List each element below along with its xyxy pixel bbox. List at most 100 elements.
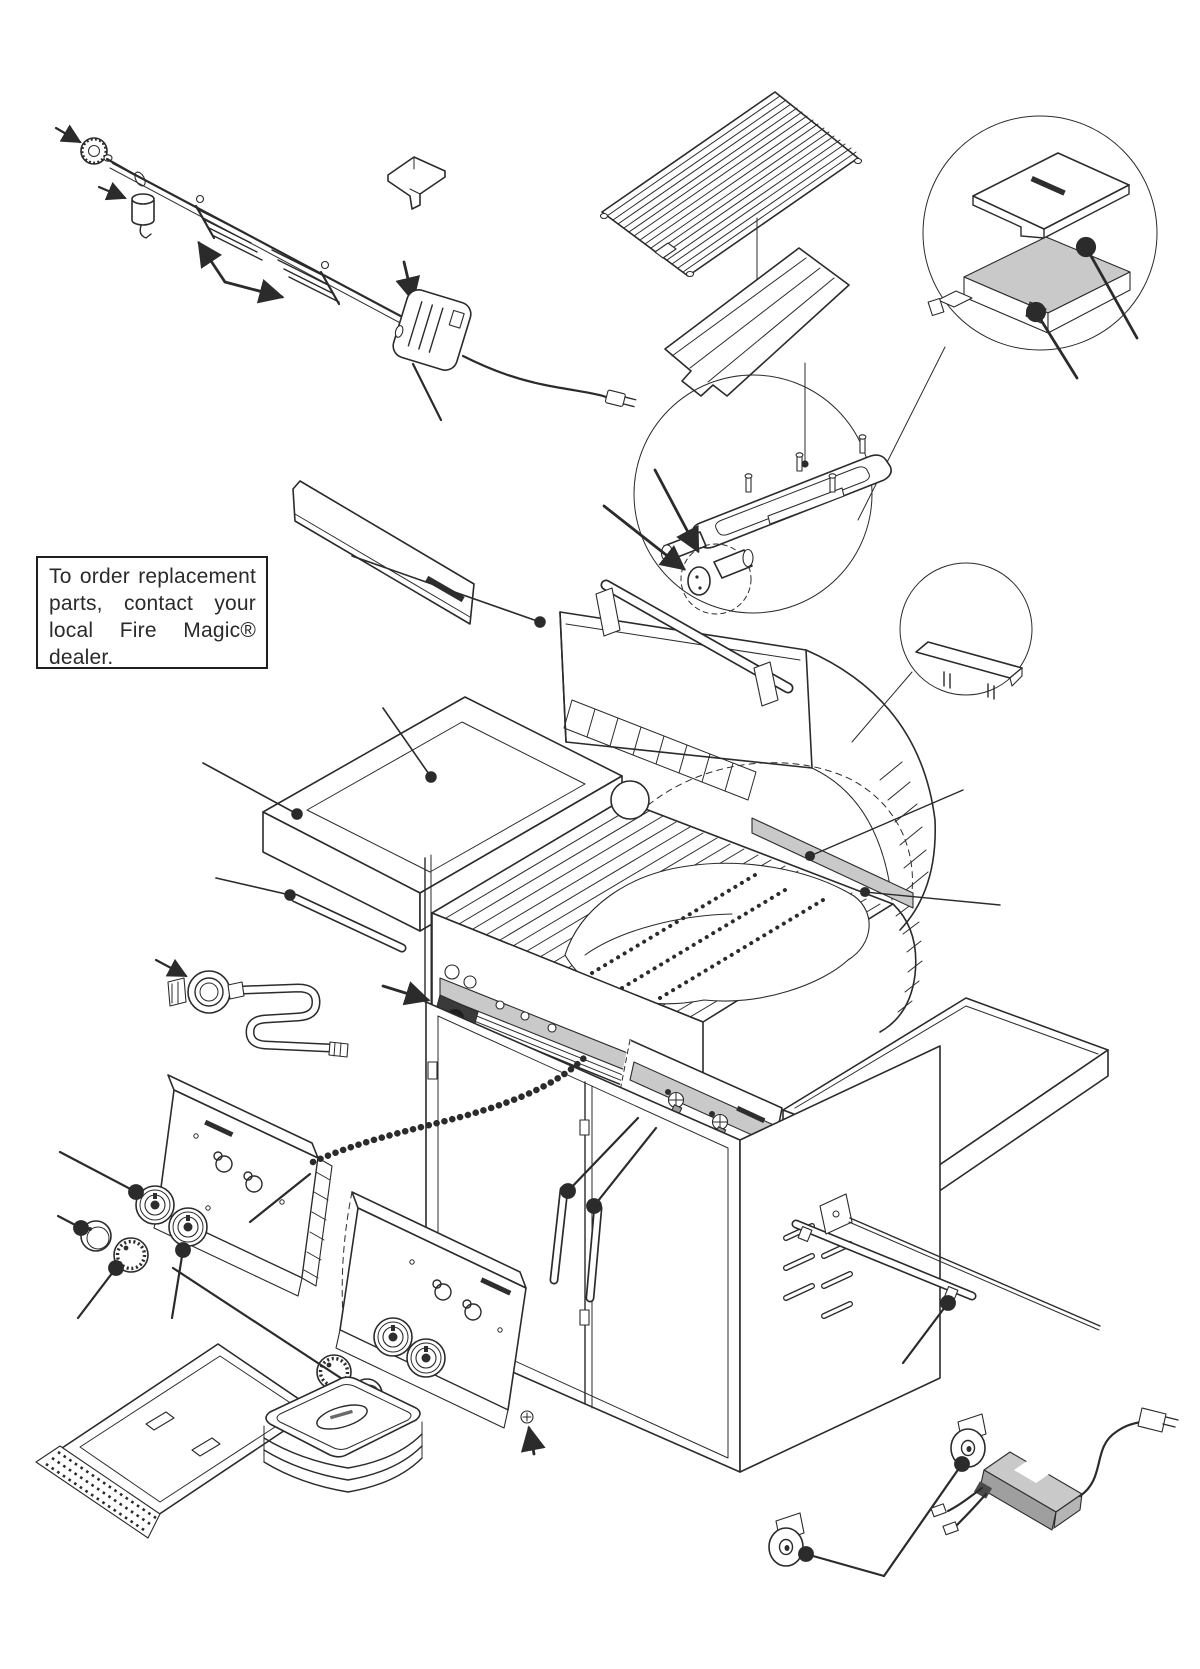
rotisserie-handle-knob	[80, 137, 113, 165]
control-knob	[112, 1236, 150, 1274]
towel-bar	[791, 1219, 977, 1302]
tray-logo	[316, 1404, 368, 1430]
callout-arrow	[54, 124, 82, 144]
callout-line	[1075, 236, 1139, 340]
meat-fork	[271, 249, 341, 306]
callout-line	[411, 362, 443, 422]
heat-shield-panel	[292, 480, 546, 628]
callout-line	[202, 762, 303, 820]
wire-connector	[942, 1521, 959, 1536]
lid-label	[1030, 175, 1066, 196]
callout-arrow	[223, 279, 285, 304]
dc-connector-block	[973, 1481, 993, 1499]
callout-line	[804, 789, 964, 862]
callout-arrow	[381, 981, 431, 1006]
mounting-bracket	[387, 156, 446, 210]
grate-tag	[654, 242, 677, 259]
door-handle	[549, 1185, 569, 1285]
callout-line	[798, 1546, 886, 1578]
tray-tab	[145, 1411, 175, 1431]
knob-bezel	[373, 1317, 413, 1357]
smoker-box-lid	[972, 152, 1130, 239]
meat-fork	[194, 194, 263, 261]
hose-fitting	[328, 1041, 349, 1058]
callout-arrow	[520, 1425, 546, 1456]
callout-line	[248, 1172, 312, 1224]
ac-plug	[1137, 1407, 1179, 1433]
motor-power-cord	[461, 354, 637, 408]
rotisserie-counterweight	[131, 193, 155, 239]
callout-arrow	[602, 504, 686, 571]
callout-arrow	[197, 240, 227, 284]
inset-circle	[899, 562, 1033, 696]
callout-line	[56, 1214, 89, 1236]
note-line-4: dealer.	[49, 646, 114, 669]
caster	[768, 1512, 805, 1567]
callout-arrow	[97, 181, 127, 201]
callout-line	[170, 1242, 191, 1320]
knob-bezel	[406, 1338, 446, 1378]
front-control-panel	[171, 1172, 546, 1456]
regulator	[167, 970, 245, 1014]
junction-box	[819, 1193, 1101, 1331]
callout-line	[215, 877, 296, 901]
hidden-hood-outline	[639, 762, 913, 901]
smoker-box-inset	[857, 115, 1158, 521]
flame-tamer-bracket	[915, 641, 1023, 700]
tray-logo-text	[329, 1409, 353, 1420]
shelf-recess	[306, 721, 586, 873]
cart-doors	[437, 1015, 729, 1459]
keyhole-cutouts	[432, 1279, 482, 1321]
caster	[950, 1413, 987, 1468]
control-knob	[80, 1220, 112, 1252]
drip-channel-shaded	[751, 817, 914, 909]
backburner-assembly	[660, 434, 892, 562]
regulator-with-hose	[154, 958, 349, 1058]
panel-label	[480, 1277, 512, 1296]
panel-label	[736, 1105, 766, 1124]
door-handle	[585, 1203, 603, 1303]
callout-line	[171, 1266, 364, 1396]
burner-posts	[744, 434, 867, 493]
rotisserie-motor	[392, 289, 472, 371]
warming-rack	[563, 699, 757, 801]
cooking-grate	[599, 91, 863, 313]
cast-burners	[584, 870, 830, 1000]
hood	[559, 579, 937, 931]
grate-rods	[606, 95, 857, 273]
callout-arrow	[154, 958, 188, 978]
callout-line	[586, 1126, 658, 1214]
callout-line	[351, 555, 546, 628]
knob-bezel	[168, 1207, 208, 1247]
side-hatching	[303, 1171, 331, 1279]
callout-arrow	[653, 468, 700, 554]
inset-link-line	[851, 671, 913, 743]
cutaway-window	[564, 862, 870, 1005]
note-line-2: parts, contact your	[49, 592, 256, 615]
keyhole-cutouts	[213, 1151, 263, 1193]
thermometer	[610, 780, 650, 820]
rotisserie-assembly	[54, 124, 637, 422]
dc-wire	[946, 1486, 984, 1513]
wire-connector	[930, 1503, 947, 1518]
drip-tray	[35, 1343, 316, 1539]
hood-handle	[595, 579, 794, 707]
left-control-panel	[56, 1074, 333, 1320]
callout-line	[560, 1116, 640, 1199]
hood-hatching	[879, 761, 929, 891]
panel-label	[204, 1119, 234, 1138]
power-plug	[604, 389, 637, 408]
shelf-support-tube	[290, 893, 407, 953]
callout-line	[882, 1456, 970, 1578]
flame-tamer-inset	[851, 562, 1033, 743]
callout-line	[76, 1260, 124, 1320]
callout-line	[859, 886, 1001, 906]
safety-chain	[309, 1054, 588, 1166]
callout-line	[1025, 301, 1079, 380]
callout-line	[901, 1295, 956, 1365]
orifice-detail-circle	[680, 543, 752, 615]
note-line-1: To order replacement	[49, 565, 256, 588]
smoker-burner-box	[927, 236, 1131, 334]
power-supply	[930, 1407, 1179, 1536]
